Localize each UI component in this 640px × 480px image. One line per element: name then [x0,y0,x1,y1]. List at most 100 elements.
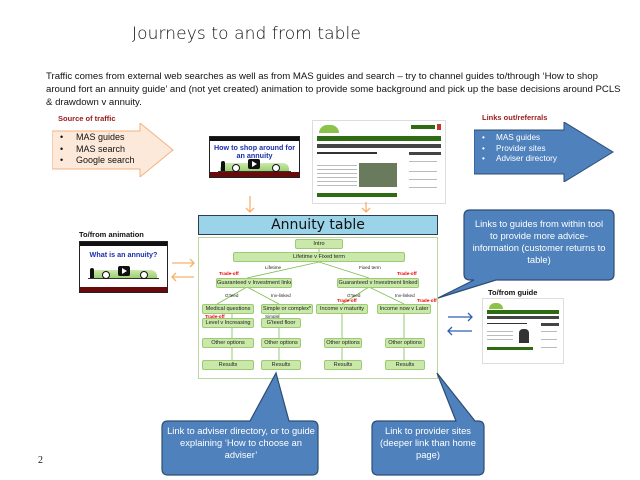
node-results[interactable]: Results [261,360,301,370]
clock-icon [232,164,240,172]
play-icon[interactable] [248,159,260,169]
shop-around-video-thumbnail[interactable]: How to shop around for an annuity [209,136,300,178]
node-income-v-maturity[interactable]: Income v maturity [316,304,368,314]
orange-arrowhead [245,207,255,213]
orange-arrowhead [361,207,371,213]
node-other-options[interactable]: Other options [324,338,362,348]
animation-video-thumbnail[interactable]: What is an annuity? [79,241,168,293]
clock-icon [272,164,280,172]
tradeoff-label: Trade-off [205,314,225,319]
site-footer-bar [487,347,533,350]
blue-arrowhead [467,312,473,322]
source-list: MAS guides MAS search Google search [58,132,135,167]
page-title: Journeys to and from table [132,24,361,44]
annuity-table-header: Annuity table [198,215,438,235]
video-control-bar [210,172,299,177]
edge-label-gteed: G'teed [225,293,239,298]
text-line [541,331,557,332]
text-line [409,187,437,188]
edge-label-inv-linked: Inv-linked [271,293,291,298]
tradeoff-label: Trade-off [219,271,239,276]
source-item: MAS search [58,144,135,156]
edge-label-lifetime: Lifetime [265,265,282,270]
tradeoff-label: Trade-off [337,298,357,303]
node-medical-questions[interactable]: Medical questions [202,304,254,314]
video-title-line: an annuity [236,151,273,160]
blue-arrowhead [447,326,453,336]
article-photo [519,329,529,343]
flowchart-edges [216,249,405,360]
clock-icon [140,271,148,279]
site-search-bar [317,144,441,148]
node-gteed-floor[interactable]: G'teed floor [261,318,301,328]
node-results[interactable]: Results [385,360,425,370]
site-nav-bar [487,310,559,314]
to-from-animation-heading: To/from animation [79,230,144,239]
node-other-options[interactable]: Other options [202,338,254,348]
video-top-bar [210,137,299,141]
login-buttons [411,125,435,129]
play-icon[interactable] [118,266,130,276]
callout-guides-within-tool-text: Links to guides from within tool to prov… [472,218,606,265]
text-line [317,173,357,174]
person-icon [221,161,225,171]
node-other-options[interactable]: Other options [385,338,425,348]
callout-provider-sites-text: Link to provider sites (deeper link than… [380,425,476,460]
source-of-traffic-heading: Source of traffic [58,114,116,123]
video-title: What is an annuity? [89,250,158,259]
video-timeline [218,171,291,172]
site-footer-bar [317,193,397,197]
text-line [409,171,437,172]
links-out-item: Adviser directory [480,154,557,165]
links-out-item: MAS guides [480,133,557,144]
node-results[interactable]: Results [202,360,254,370]
sidebar-heading [409,152,441,155]
guide-page-thumbnail[interactable] [482,298,564,364]
text-line [487,335,513,336]
video-top-bar [80,242,167,246]
node-guaranteed-v-investment-right[interactable]: Guaranteed v Investment linked [337,278,419,288]
edge-label-simple: Simple [265,314,280,319]
node-income-now-v-later[interactable]: Income now v Later [377,304,431,314]
node-results[interactable]: Results [324,360,362,370]
text-line [487,339,513,340]
node-other-options[interactable]: Other options [261,338,301,348]
links-out-heading: Links out/referrals [482,113,548,122]
video-title-line: How to shop around for [213,143,296,152]
node-level-v-increasing[interactable]: Level v Increasing [202,318,254,328]
mas-guide-page-thumbnail[interactable] [312,120,446,204]
to-from-guide-heading: To/from guide [488,288,538,297]
mas-logo-icon [319,125,339,133]
links-out-item: Provider sites [480,144,557,155]
text-line [409,161,437,162]
article-heading [487,323,527,324]
node-simple-or-complex[interactable]: Simple or complex* [261,304,313,314]
source-item: MAS guides [58,132,135,144]
annuity-table-flowchart: Intro Lifetime v Fixed term Lifetime Fix… [198,237,438,379]
text-line [317,169,357,170]
text-line [317,181,357,182]
sidebar-heading [541,323,559,326]
video-title: How to shop around for an annuity [210,144,299,160]
user-icon [437,124,441,130]
text-line [487,331,513,332]
orange-arrowhead [171,272,177,282]
links-out-list: MAS guides Provider sites Adviser direct… [480,133,557,165]
node-intro[interactable]: Intro [295,239,343,249]
text-line [541,339,557,340]
text-line [541,347,557,348]
node-guaranteed-v-investment-left[interactable]: Guaranteed v Investment linked [216,278,292,288]
site-nav-bar [317,136,441,141]
site-search-bar [487,316,559,319]
source-item: Google search [58,155,135,167]
text-line [317,165,357,166]
callout-adviser-directory-text: Link to adviser directory, or to guide e… [167,425,315,460]
edge-label-fixed-term: Fixed term [359,265,381,270]
article-heading [317,152,377,154]
person-icon [90,268,94,278]
node-lifetime-v-fixed-term[interactable]: Lifetime v Fixed term [233,252,405,262]
text-line [409,179,437,180]
text-line [317,177,357,178]
edge-label-gteed: G'teed [347,293,361,298]
mas-logo-icon [489,303,503,309]
